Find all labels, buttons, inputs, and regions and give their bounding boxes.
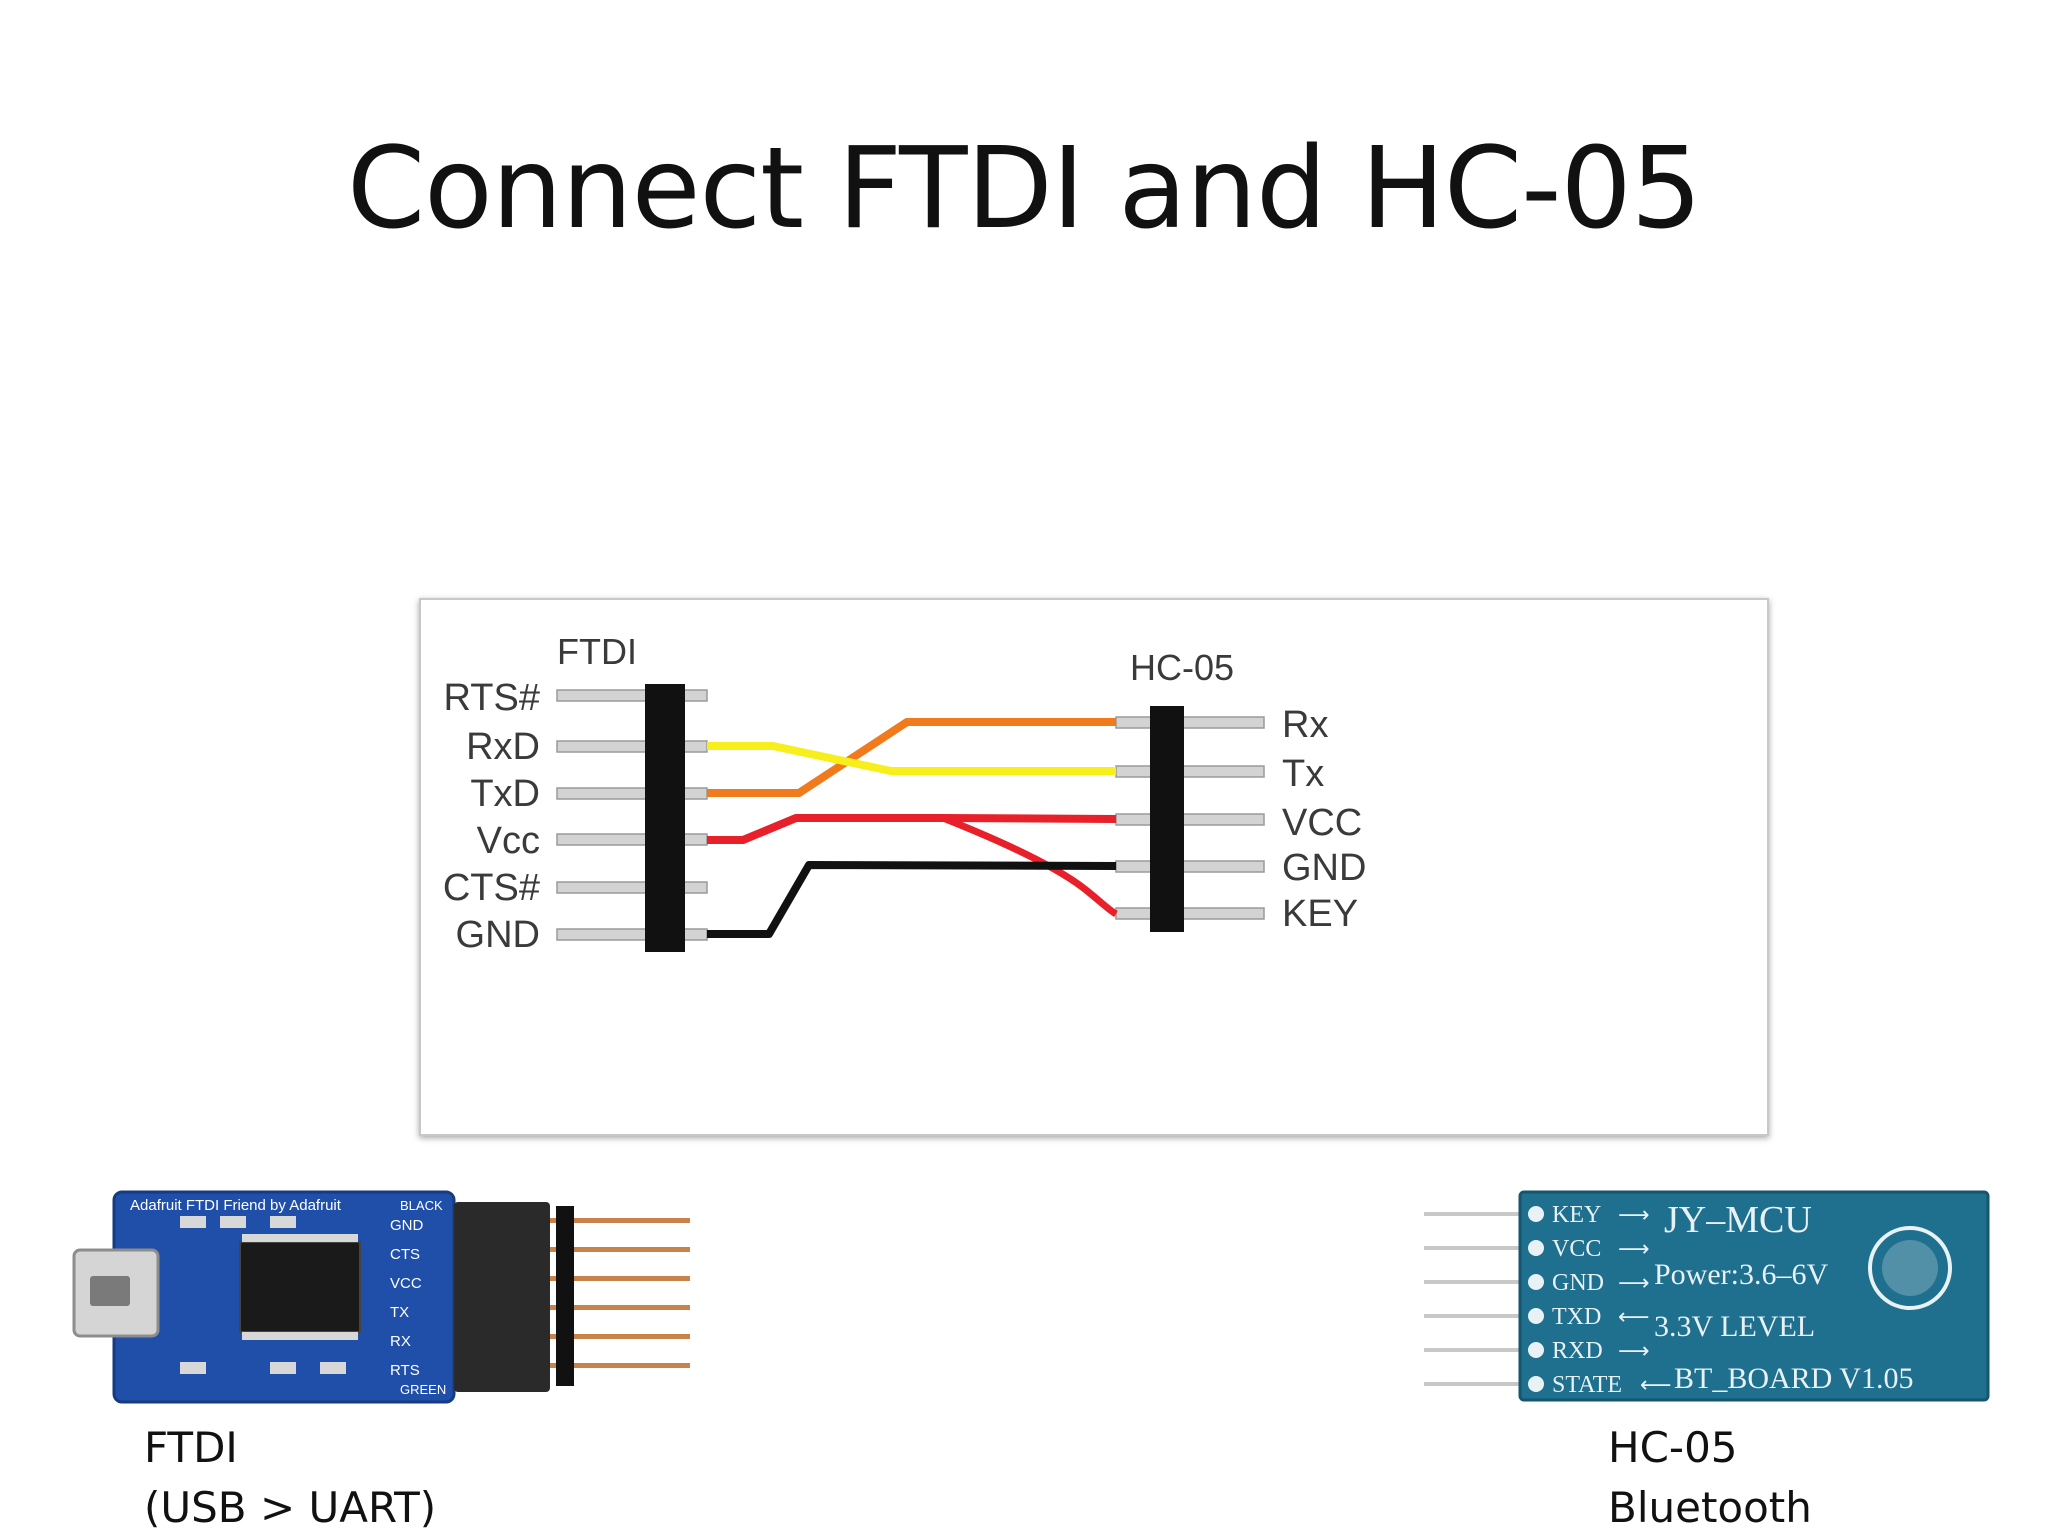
ftdi-caption-line1: FTDI bbox=[144, 1423, 238, 1472]
slide-title: Connect FTDI and HC-05 bbox=[346, 124, 1702, 254]
ftdi-label-rxd: RxD bbox=[466, 726, 540, 768]
hc05-label-gnd: GND bbox=[1282, 847, 1366, 889]
hc05-arrow-state: ⟵ bbox=[1640, 1373, 1672, 1398]
ftdi-header-housing bbox=[454, 1202, 550, 1392]
ftdi-caption-line2: (USB > UART) bbox=[144, 1483, 437, 1532]
hc05-label-vcc: VCC bbox=[1282, 802, 1362, 844]
wiring-diagram: FTDI HC-05 RTS# RxD TxD Vcc CTS# GND Rx … bbox=[419, 598, 1769, 1136]
ftdi-pin-cts bbox=[556, 881, 708, 894]
vcc-wire bbox=[707, 814, 1117, 844]
hc05-board-header-pins bbox=[1424, 1212, 1520, 1386]
hc05-pins bbox=[1115, 716, 1265, 920]
gnd-wire bbox=[707, 861, 1117, 938]
ftdi-board-picture: Adafruit FTDI Friend by Adafruit BLACK G… bbox=[72, 1190, 690, 1404]
hc05-pin-gnd bbox=[1115, 860, 1265, 873]
hc05-header-label: HC-05 bbox=[1130, 647, 1234, 688]
hc05-silk-key: KEY bbox=[1552, 1202, 1601, 1228]
ftdi-board-header-pins bbox=[550, 1218, 690, 1368]
ftdi-pin-rts bbox=[556, 689, 708, 702]
hc05-silk-vcc: VCC bbox=[1552, 1236, 1601, 1262]
hc05-caption-line1: HC-05 bbox=[1608, 1423, 1738, 1472]
ftdi-silk-bottom: GREEN bbox=[400, 1382, 446, 1397]
hc05-pin-tx bbox=[1115, 765, 1265, 778]
hc05-board-picture: KEY VCC GND TXD RXD STATE ⟶ ⟶ ⟶ ⟵ ⟶ ⟵ JY… bbox=[1424, 1190, 1990, 1402]
hc05-silk-power: Power:3.6–6V bbox=[1654, 1258, 1828, 1291]
ftdi-chip bbox=[239, 1241, 361, 1333]
hc05-logo-seal bbox=[1868, 1226, 1952, 1310]
hc05-label-key: KEY bbox=[1282, 893, 1358, 935]
ftdi-header-block bbox=[645, 684, 685, 952]
hc05-silk-level: 3.3V LEVEL bbox=[1654, 1310, 1815, 1343]
hc05-silk-brand: JY–MCU bbox=[1664, 1199, 1812, 1241]
ftdi-label-rts: RTS# bbox=[444, 677, 540, 719]
hc05-pcb bbox=[1518, 1190, 1990, 1402]
hc05-silk-gnd: GND bbox=[1552, 1270, 1604, 1296]
hc05-pin-key bbox=[1115, 907, 1265, 920]
hc05-silk-txd: TXD bbox=[1552, 1304, 1601, 1330]
ftdi-label-cts: CTS# bbox=[443, 867, 540, 909]
ftdi-silk-pin-tx: TX bbox=[390, 1304, 409, 1321]
ftdi-pins bbox=[556, 689, 708, 941]
ftdi-label-gnd: GND bbox=[456, 914, 540, 956]
ftdi-header-label: FTDI bbox=[557, 631, 637, 672]
hc05-caption-line2: Bluetooth bbox=[1608, 1483, 1812, 1532]
hc05-arrow-vcc: ⟶ bbox=[1618, 1237, 1650, 1262]
ftdi-label-vcc: Vcc bbox=[477, 820, 540, 862]
hc05-silk-state: STATE bbox=[1552, 1372, 1622, 1398]
hc05-arrow-rxd: ⟶ bbox=[1618, 1339, 1650, 1364]
ftdi-silk-pin-rx: RX bbox=[390, 1333, 411, 1350]
ftdi-silk-top: Adafruit FTDI Friend by Adafruit bbox=[130, 1197, 342, 1214]
ftdi-silk-color: BLACK bbox=[400, 1198, 443, 1213]
hc05-pin-vcc bbox=[1115, 813, 1265, 826]
ftdi-silk-pin-gnd: GND bbox=[390, 1217, 424, 1234]
key-wire bbox=[941, 814, 1118, 918]
hc05-arrow-gnd: ⟶ bbox=[1618, 1271, 1650, 1296]
hc05-arrow-key: ⟶ bbox=[1618, 1203, 1650, 1228]
hc05-header-block bbox=[1150, 706, 1184, 932]
ftdi-silk-pin-cts: CTS bbox=[390, 1246, 420, 1263]
hc05-arrow-txd: ⟵ bbox=[1618, 1305, 1650, 1330]
hc05-pin-rx bbox=[1115, 716, 1265, 729]
ftdi-caption: FTDI (USB > UART) bbox=[144, 1418, 436, 1538]
wiring-diagram-svg: FTDI HC-05 RTS# RxD TxD Vcc CTS# GND Rx … bbox=[443, 631, 1367, 956]
hc05-silk-model: BT_BOARD V1.05 bbox=[1674, 1362, 1913, 1395]
hc05-label-tx: Tx bbox=[1282, 753, 1324, 795]
rxd-to-tx-wire bbox=[707, 742, 1116, 775]
ftdi-label-txd: TxD bbox=[470, 773, 540, 815]
hc05-silk-rxd: RXD bbox=[1552, 1338, 1603, 1364]
txd-to-rx-wire bbox=[707, 718, 1116, 797]
ftdi-silk-pin-rts: RTS bbox=[390, 1362, 420, 1379]
hc05-label-rx: Rx bbox=[1282, 704, 1328, 746]
ftdi-silk-pin-vcc: VCC bbox=[390, 1275, 422, 1292]
hc05-caption: HC-05 Bluetooth bbox=[1608, 1418, 1812, 1538]
